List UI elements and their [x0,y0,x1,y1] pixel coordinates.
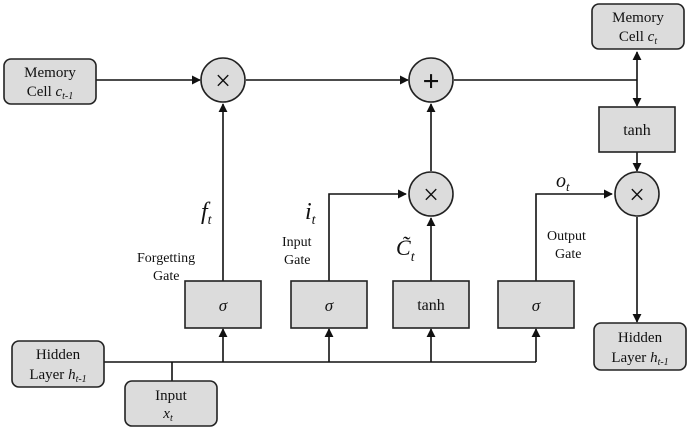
edge-input-sigma-to-multiply [328,189,407,281]
add-symbol: + [422,65,439,98]
forget-multiply-symbol: × [215,66,231,97]
output-gate-label-line1: Output [547,229,586,244]
output-multiply-symbol: × [629,180,645,211]
input-box-line1: Input [155,388,187,404]
input-gate-label-line2: Gate [284,253,310,268]
hidden-layer-out-box: Hidden Layer ht-1 [593,322,687,371]
memory-cell-out-box: Memory Cell ct [591,3,685,50]
input-box: Input xt [124,380,218,427]
candidate-tanh-label: tanh [417,297,445,314]
output-gate-label-line2: Gate [555,247,581,262]
forgetting-gate-label-line2: Gate [153,269,179,284]
edge-output-sigma-to-multiply [535,189,613,281]
hidden-layer-in-line1: Hidden [36,347,81,363]
output-gate-sigma-label: σ [532,296,541,315]
forget-gate-output-label: ft [201,199,213,228]
forget-gate-sigma-box: σ [184,280,262,329]
memory-cell-out-line1: Memory [612,10,664,26]
input-gate-label-line1: Input [282,235,312,250]
input-box-line2: xt [162,406,173,424]
memory-cell-in-box: Memory Cell ct-1 [3,58,97,105]
memory-cell-in-line2: Cell ct-1 [27,84,74,102]
forget-multiply-node: × [200,57,246,103]
forgetting-gate-label-line1: Forgetting [137,251,195,266]
input-multiply-node: × [408,171,454,217]
connections [96,51,642,381]
hidden-layer-in-line2: Layer ht-1 [29,367,86,385]
forget-gate-sigma-label: σ [219,296,228,315]
output-multiply-node: × [614,171,660,217]
memory-cell-out-line2: Cell ct [619,29,657,47]
add-node: + [408,57,454,103]
input-multiply-symbol: × [423,180,439,211]
input-gate-sigma-label: σ [325,296,334,315]
output-gate-output-label: ot [556,170,570,194]
top-tanh-box: tanh [598,106,676,153]
hidden-layer-out-line2: Layer ht-1 [611,350,668,368]
input-gate-output-label: it [305,199,317,228]
hidden-layer-out-line1: Hidden [618,330,663,346]
candidate-output-label: C̃t [396,235,416,265]
top-tanh-label: tanh [623,122,651,139]
hidden-layer-in-box: Hidden Layer ht-1 [11,340,105,388]
output-gate-sigma-box: σ [497,280,575,329]
candidate-tanh-box: tanh [392,280,470,329]
input-gate-sigma-box: σ [290,280,368,329]
memory-cell-in-line1: Memory [24,65,76,81]
